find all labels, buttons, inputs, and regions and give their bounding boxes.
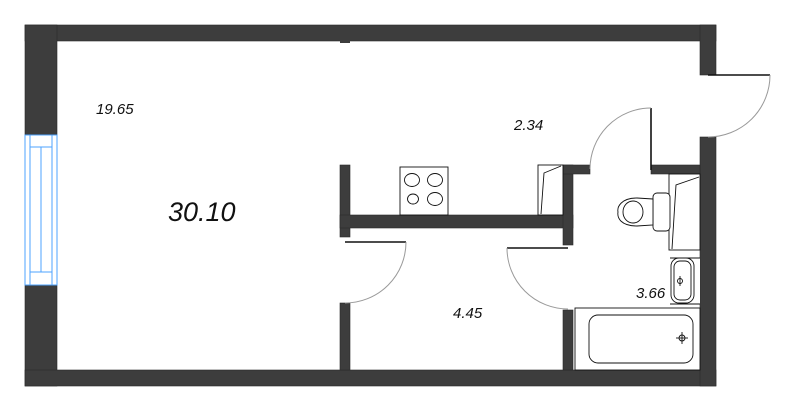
toilet-icon (617, 192, 671, 232)
outer-walls (24, 24, 717, 387)
bathroom-door[interactable] (589, 107, 652, 170)
cabinet-icon (668, 173, 701, 251)
entrance-door[interactable] (707, 74, 771, 138)
wall-notch (340, 40, 350, 43)
living-door[interactable] (344, 241, 407, 304)
bathtub-icon (574, 307, 701, 371)
room-area-corridor: 4.45 (453, 305, 483, 322)
internal-walls (339, 164, 701, 371)
room-area-bathroom: 3.66 (636, 285, 666, 302)
window (24, 134, 58, 286)
room-area-hallway: 2.34 (514, 117, 544, 134)
hallway-door[interactable] (506, 247, 569, 310)
fridge-icon (537, 164, 564, 216)
doors (344, 74, 771, 310)
total-area-label: 30.10 (168, 197, 236, 227)
sink-icon (670, 257, 700, 305)
room-area-living: 19.65 (96, 101, 134, 118)
stove-icon (399, 166, 449, 216)
